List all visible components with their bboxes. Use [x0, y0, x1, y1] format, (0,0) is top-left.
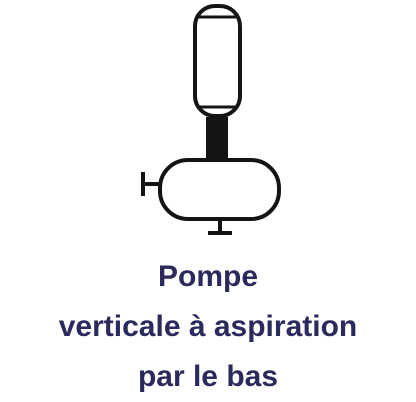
pump-casing: [158, 158, 281, 221]
coupling-shaft: [206, 117, 228, 162]
caption-line-1: Pompe: [157, 260, 259, 293]
pump-diagram: [141, 4, 281, 235]
motor-cylinder: [193, 4, 242, 118]
diagram-caption: Pompe verticale à aspiration par le bas: [0, 252, 416, 402]
vertical-suction-pump-icon: [141, 4, 281, 235]
caption-line-3: par le bas: [137, 360, 279, 393]
bottom-nozzle: [208, 219, 232, 235]
caption-line-2: verticale à aspiration: [58, 310, 358, 343]
